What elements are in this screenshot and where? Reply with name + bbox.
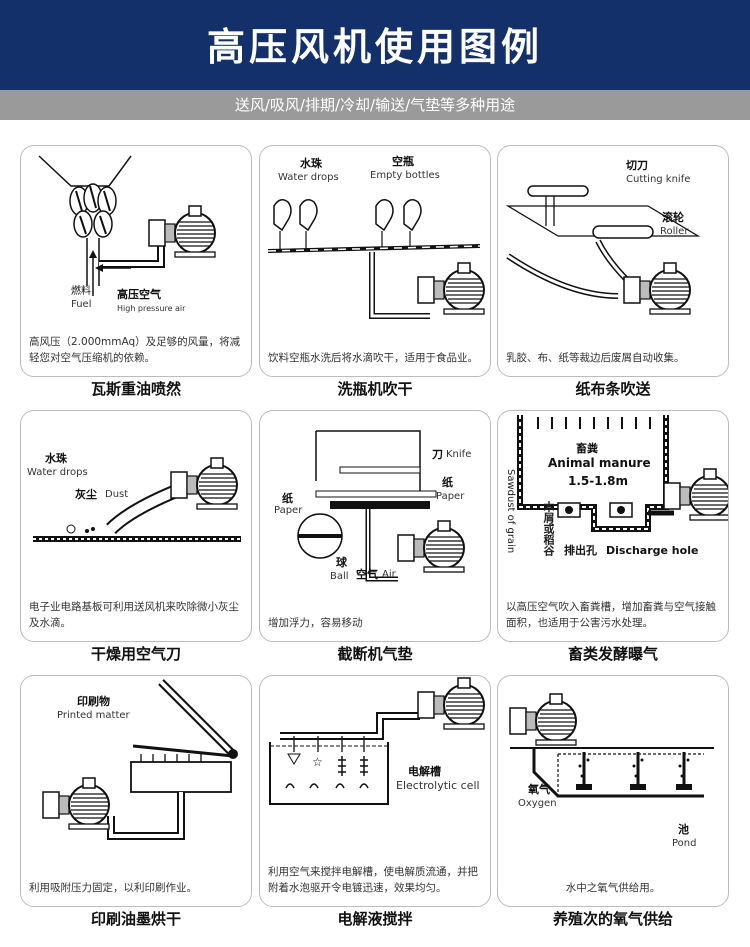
label-ball-en: Ball <box>330 571 349 582</box>
label-bottles-cn: 空瓶 <box>392 155 414 168</box>
label-roller-cn: 滚轮 <box>662 211 684 224</box>
card-bottle-dryer: 水珠 Water drops 空瓶 Empty bottles 饮料空瓶水洗后将… <box>259 145 491 377</box>
caption-electrolyte-stirring: 电解液搅拌 <box>337 910 413 928</box>
page-title: 高压风机使用图例 <box>206 25 543 69</box>
label-drops-cn: 水珠 <box>45 452 67 465</box>
label-hole-en: Discharge hole <box>606 544 699 557</box>
caption-air-knife: 干燥用空气刀 <box>90 645 181 663</box>
label-drops-cn: 水珠 <box>300 157 322 170</box>
label-paper2-cn: 纸 <box>282 492 293 505</box>
label-ball-cn: 球 <box>336 556 347 569</box>
card-description: 增加浮力，容易移动 <box>268 617 363 629</box>
caption-aquaculture-oxygen: 养殖次的氧气供给 <box>552 910 673 928</box>
label-bottles-en: Empty bottles <box>370 170 440 181</box>
page-subtitle: 送风/吸风/排期/冷却/输送/气垫等多种用途 <box>234 96 516 114</box>
card-air-knife: 水珠 Water drops 灰尘 Dust 电子业电路基板可利用送风机来吹除微… <box>20 410 252 642</box>
caption-paper-cloth-strip: 纸布条吹送 <box>575 380 651 398</box>
card-description: 高风压（2.000mmAq）及足够的风量，将减轻您对空气压缩机的依赖。 <box>29 336 241 364</box>
label-air-cn: 高压空气 <box>117 288 161 301</box>
card-description: 以高压空气吹入畜粪槽，增加畜粪与空气接触面积，也适用于公害污水处理。 <box>506 601 716 629</box>
diagram-electrolyte-stirring: ☆ <box>269 677 485 805</box>
label-paper2-en: Paper <box>274 505 303 516</box>
label-roller-en: Roller <box>660 226 689 237</box>
card-ink-drying: 印刷物 Printed matter 利用吸附压力固定，以利印刷作业。 <box>20 675 252 907</box>
label-drops-en: Water drops <box>278 172 339 183</box>
label-pond-cn: 池 <box>678 823 689 836</box>
label-fuel-en: Fuel <box>71 299 92 310</box>
label-paper-en: Paper <box>436 491 465 502</box>
label-paper-cn: 纸 <box>442 476 453 489</box>
label-dust-cn: 灰尘 <box>75 488 97 501</box>
diagram-manure-aeration <box>517 415 728 532</box>
label-hole-cn: 排出孔 <box>564 544 597 557</box>
label-printed-en: Printed matter <box>57 710 130 721</box>
label-sawdust-cn: 木屑或稻谷 <box>542 501 555 556</box>
label-fuel-cn: 燃料 <box>71 286 91 297</box>
label-knife-en: Cutting knife <box>626 174 691 185</box>
label-manure-cn: 畜粪 <box>576 442 598 455</box>
svg-text:☆: ☆ <box>312 755 323 769</box>
card-description: 水中之氧气供给用。 <box>565 882 661 894</box>
label-air-en: High pressure air <box>117 304 186 313</box>
card-paper-cloth-strip: 切刀 Cutting knife 滚轮 Roller 乳胶、布、纸等裁边后废屑自… <box>497 145 729 377</box>
label-dust-en: Dust <box>105 489 129 500</box>
caption-ink-drying: 印刷油墨烘干 <box>90 910 181 928</box>
label-pond-en: Pond <box>672 838 697 849</box>
diagram-paper-cloth-strip <box>505 185 701 315</box>
label-drops-en: Water drops <box>27 467 88 478</box>
caption-bottle-dryer: 洗瓶机吹干 <box>337 380 413 398</box>
label-knife-cn: 切刀 <box>626 159 648 172</box>
card-description: 利用空气来搅拌电解槽，使电解质流通，并把附着水泡驱开令电镀迅速，效果均匀。 <box>268 866 478 894</box>
label-cell-en: Electrolytic cell <box>396 779 480 792</box>
label-depth: 1.5-1.8m <box>568 474 628 488</box>
subtitle-bar: 送风/吸风/排期/冷却/输送/气垫等多种用途 <box>0 90 750 120</box>
card-cutter-air-cushion: 刀 Knife 纸 Paper 纸 Paper 球 Ball 空气 Air 增加… <box>259 410 491 642</box>
label-knife-en: Knife <box>446 449 472 460</box>
caption-manure-aeration: 畜类发酵曝气 <box>567 645 658 663</box>
label-sawdust-en: Sawdust of grain <box>505 469 516 554</box>
card-electrolyte-stirring: ☆ 电解槽 Electrolytic cell 利用空气来搅拌电解槽，使电解质流… <box>259 675 491 907</box>
card-manure-aeration: 畜粪 Animal manure 1.5-1.8m 木屑或稻谷 Sawdust … <box>497 410 729 642</box>
caption-cutter-air-cushion: 截断机气垫 <box>337 645 413 663</box>
diagram-air-knife <box>33 457 241 542</box>
label-manure-en: Animal manure <box>548 456 651 470</box>
card-description: 乳胶、布、纸等裁边后废屑自动收集。 <box>506 352 685 364</box>
diagram-bottle-dryer <box>267 199 485 319</box>
label-oxygen-en: Oxygen <box>518 798 557 809</box>
caption-gas-oil-burner: 瓦斯重油喷然 <box>90 380 181 398</box>
label-air-en: Air <box>382 569 396 580</box>
label-air-cn: 空气 <box>356 568 378 581</box>
label-printed-cn: 印刷物 <box>77 695 110 708</box>
card-description: 利用吸附压力固定，以利印刷作业。 <box>29 882 197 894</box>
card-aquaculture-oxygen: 氧气 Oxygen 池 Pond 水中之氧气供给用。 <box>497 675 729 907</box>
card-description: 饮料空瓶水洗后将水滴吹干，适用于食品业。 <box>268 352 478 364</box>
diagram-aquaculture-oxygen <box>509 693 714 798</box>
diagram-cutter-air-cushion <box>297 430 465 582</box>
card-gas-oil-burner: 燃料 Fuel 高压空气 High pressure air 高风压（2.000… <box>20 145 252 377</box>
label-oxygen-cn: 氧气 <box>528 783 550 796</box>
label-knife-cn: 刀 <box>432 448 443 461</box>
diagram-ink-drying <box>42 679 238 840</box>
card-description: 电子业电路基板可利用送风机来吹除微小灰尘及水滴。 <box>29 601 239 629</box>
label-cell-cn: 电解槽 <box>408 765 441 778</box>
header-banner: 高压风机使用图例 <box>0 0 750 90</box>
diagram-gas-oil-burner <box>38 155 216 296</box>
